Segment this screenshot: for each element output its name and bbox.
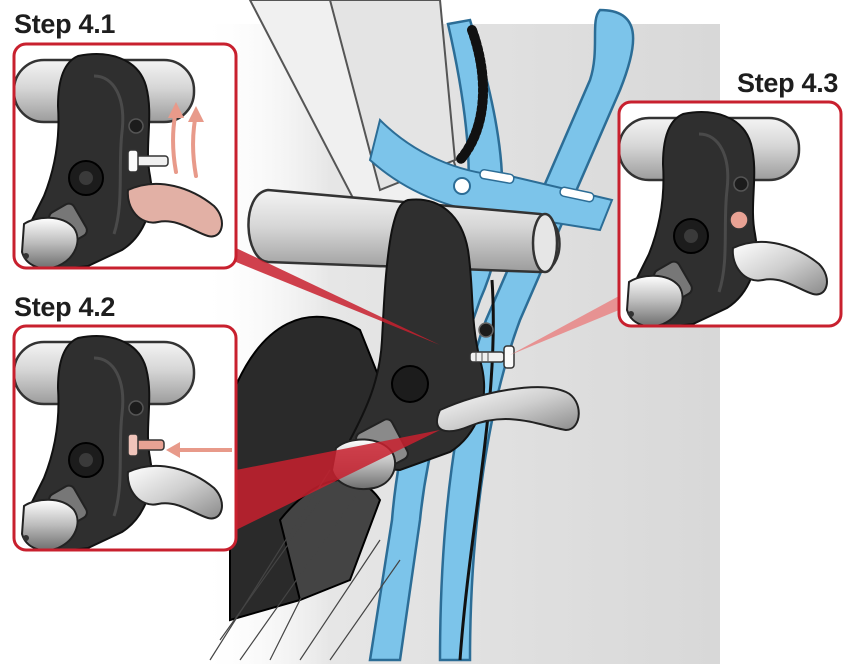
panel-step-4-3 <box>617 100 843 328</box>
head-tube <box>328 0 457 192</box>
panel-border <box>617 100 843 328</box>
panel-border <box>12 42 238 270</box>
step-label-4-3: Step 4.3 <box>737 68 838 98</box>
brake-lever-blade <box>435 386 580 433</box>
step-label-4-1: Step 4.1 <box>14 9 115 39</box>
arrow-left-icon <box>166 442 232 458</box>
wheel-spokes <box>209 469 401 661</box>
panel-step-4-2 <box>12 324 238 552</box>
step-label-4-2: Step 4.2 <box>14 292 115 322</box>
main-scene <box>200 0 720 664</box>
brake-cable <box>455 25 489 165</box>
panel-step-4-1 <box>12 42 238 270</box>
panel-border <box>12 324 238 552</box>
screw-icon <box>469 345 515 369</box>
callout-beams <box>236 248 619 530</box>
